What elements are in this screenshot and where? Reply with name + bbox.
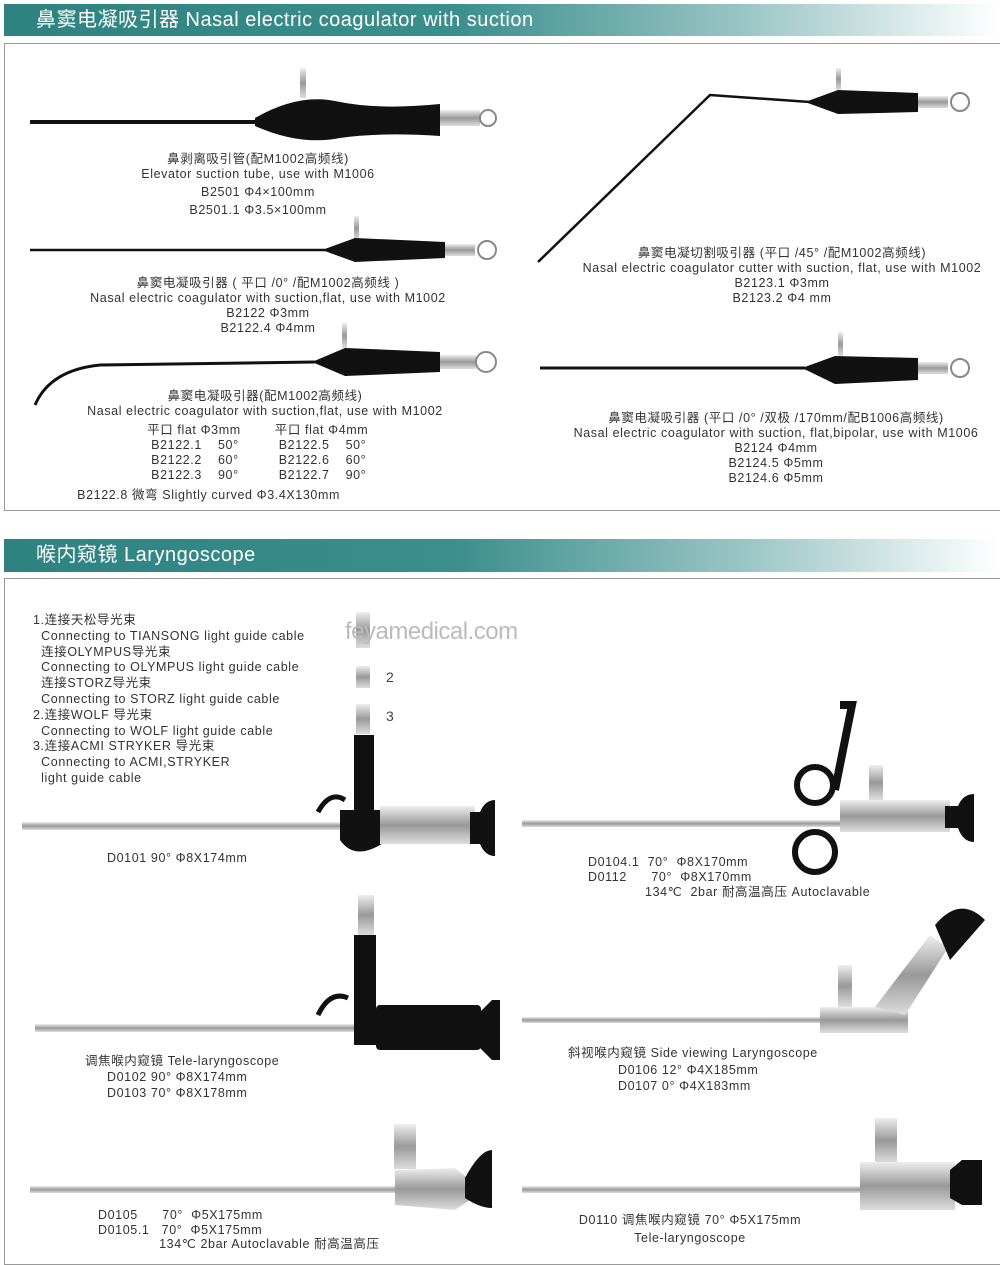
model-line: B2124.5 Φ5mm	[728, 456, 824, 470]
caption-cn: 鼻剥离吸引管(配M1002高频线)	[167, 152, 349, 166]
model-line: B2122 Φ3mm	[226, 306, 310, 320]
d0110-caption: D0110 调焦喉内窥镜 70° Φ5X175mm Tele-laryngosc…	[579, 1211, 801, 1247]
caption-cn: 鼻窦电凝吸引器(配M1002高频线)	[167, 389, 363, 403]
model-line: D0110 调焦喉内窥镜 70° Φ5X175mm	[578, 1213, 802, 1227]
coagulator-cutter-image	[537, 68, 970, 263]
note-line: Connecting to STORZ light guide cable	[33, 691, 280, 706]
note-line: light guide cable	[33, 770, 142, 785]
laryngoscope-d0105-image	[30, 1124, 492, 1210]
caption-cn: 鼻窦电凝吸引器 (平口 /0° /双极 /170mm/配B1006高频线)	[608, 411, 944, 425]
laryngoscope-d0101-image	[22, 735, 495, 856]
note-line: 2.连接WOLF 导光束	[33, 707, 153, 722]
flat-coagulator-image	[30, 216, 497, 262]
model-line: B2123.2 Φ4 mm	[732, 291, 832, 305]
coagulator-cutter-caption: 鼻窦电凝切割吸引器 (平口 /45° /配M1002高频线) Nasal ele…	[583, 246, 982, 306]
nasal-panel	[4, 43, 1000, 511]
angle: 50°	[217, 438, 239, 452]
model: B2122.2	[151, 453, 202, 467]
side-viewing-caption: 斜视喉内窥镜 Side viewing Laryngoscope D0106 1…	[568, 1046, 818, 1094]
caption-title: 调焦喉内窥镜 Tele-laryngoscope	[85, 1054, 280, 1068]
curved-coagulator-image	[33, 323, 497, 406]
model: B2122.7	[278, 468, 330, 482]
caption-en: Nasal electric coagulator with suction,f…	[87, 404, 443, 418]
watermark: feyamedical.com	[345, 618, 518, 645]
caption-cn: 鼻窦电凝切割吸引器 (平口 /45° /配M1002高频线)	[637, 246, 927, 260]
section-header-laryngoscope: 喉内窥镜 Laryngoscope	[4, 539, 1000, 572]
model-line: D0102 90° Φ8X174mm	[107, 1070, 248, 1084]
caption-en: Nasal electric coagulator with suction,f…	[90, 291, 446, 305]
light-guide-adapters-image	[356, 612, 370, 734]
connector-notes: 1.连接天松导光束 Connecting to TIANSONG light g…	[33, 613, 305, 787]
model: B2122.1	[151, 438, 202, 452]
adapter-label-3: 3	[386, 708, 394, 724]
model-line: D0106 12° Φ4X185mm	[618, 1063, 759, 1077]
d0101-caption: D0101 90° Φ8X174mm	[107, 851, 248, 865]
side-viewing-laryngoscope-image	[522, 908, 985, 1033]
note-line: 3.连接ACMI STRYKER 导光束	[33, 739, 215, 754]
model-line: D0105.1 70° Φ5X175mm	[98, 1222, 263, 1237]
angle: 50°	[345, 438, 367, 452]
model-line: D0107 0° Φ4X183mm	[618, 1079, 751, 1093]
note-line: 1.连接天松导光束	[33, 613, 137, 627]
note-line: 连接OLYMPUS导光束	[33, 644, 172, 659]
col2-head: 平口 flat Φ4mm	[274, 423, 369, 437]
angle: 60°	[217, 453, 239, 467]
model-line: D0105 70° Φ5X175mm	[98, 1208, 263, 1222]
curved-coagulator-caption: 鼻窦电凝吸引器(配M1002高频线) Nasal electric coagul…	[77, 389, 443, 503]
tele-laryngoscope-caption: 调焦喉内窥镜 Tele-laryngoscope D0102 90° Φ8X17…	[85, 1054, 279, 1101]
section-header-nasal: 鼻窦电凝吸引器 Nasal electric coagulator with s…	[4, 4, 1000, 36]
laryngoscope-d0104-image	[522, 701, 974, 875]
bipolar-coagulator-image	[540, 332, 970, 384]
model: B2122.3	[151, 468, 202, 482]
angle: 90°	[217, 468, 239, 482]
caption-title: 斜视喉内窥镜 Side viewing Laryngoscope	[568, 1046, 818, 1060]
autoclavable-line: 134℃ 2bar 耐高温高压 Autoclavable	[588, 885, 871, 899]
caption-en: Nasal electric coagulator cutter with su…	[582, 261, 982, 275]
model-line: D0112 70° Φ8X170mm	[588, 870, 752, 884]
model-line: B2501 Φ4×100mm	[201, 185, 315, 199]
elevator-suction-tube-caption: 鼻剥离吸引管(配M1002高频线) Elevator suction tube,…	[141, 152, 374, 218]
flat-coagulator-caption: 鼻窦电凝吸引器 ( 平口 /0° /配M1002高频线 ) Nasal elec…	[90, 276, 446, 336]
note-line: Connecting to ACMI,STRYKER	[33, 755, 231, 770]
model-line: D0104.1 70° Φ8X170mm	[588, 855, 749, 869]
caption-en: Elevator suction tube, use with M1006	[141, 167, 375, 181]
caption-en: Tele-laryngoscope	[634, 1231, 746, 1245]
model-line: B2124.6 Φ5mm	[728, 471, 824, 485]
angle: 90°	[345, 468, 367, 482]
note-line: Connecting to OLYMPUS light guide cable	[33, 660, 300, 675]
model-line: B2123.1 Φ3mm	[734, 276, 830, 290]
model-line: B2122.4 Φ4mm	[220, 321, 316, 335]
adapter-label-2: 2	[386, 669, 394, 685]
note-line: Connecting to TIANSONG light guide cable	[33, 628, 305, 643]
model-line: B2124 Φ4mm	[734, 441, 818, 455]
col1-head: 平口 flat Φ3mm	[147, 423, 241, 437]
laryngoscope-d0110-image	[522, 1118, 982, 1210]
model: B2122.6	[278, 453, 330, 467]
slightly-curved-line: B2122.8 微弯 Slightly curved Φ3.4X130mm	[77, 488, 340, 502]
model: B2122.5	[278, 438, 330, 452]
elevator-suction-tube-image	[30, 68, 497, 141]
angle: 60°	[345, 453, 367, 467]
model-table: 平口 flat Φ3mm 平口 flat Φ4mm B2122.1 50° B2122…	[147, 423, 378, 483]
bipolar-coagulator-caption: 鼻窦电凝吸引器 (平口 /0° /双极 /170mm/配B1006高频线) Na…	[574, 411, 979, 486]
autoclavable-line: 134℃ 2bar Autoclavable 耐高温高压	[98, 1237, 380, 1251]
model-line: B2501.1 Φ3.5×100mm	[189, 203, 327, 217]
caption-cn: 鼻窦电凝吸引器 ( 平口 /0° /配M1002高频线 )	[136, 276, 400, 290]
caption-en: Nasal electric coagulator with suction, …	[573, 426, 979, 440]
model-line: D0103 70° Φ8X178mm	[107, 1086, 248, 1100]
note-line: Connecting to WOLF light guide cable	[33, 723, 274, 738]
note-line: 连接STORZ导光束	[33, 676, 152, 691]
tele-laryngoscope-image	[35, 895, 500, 1060]
